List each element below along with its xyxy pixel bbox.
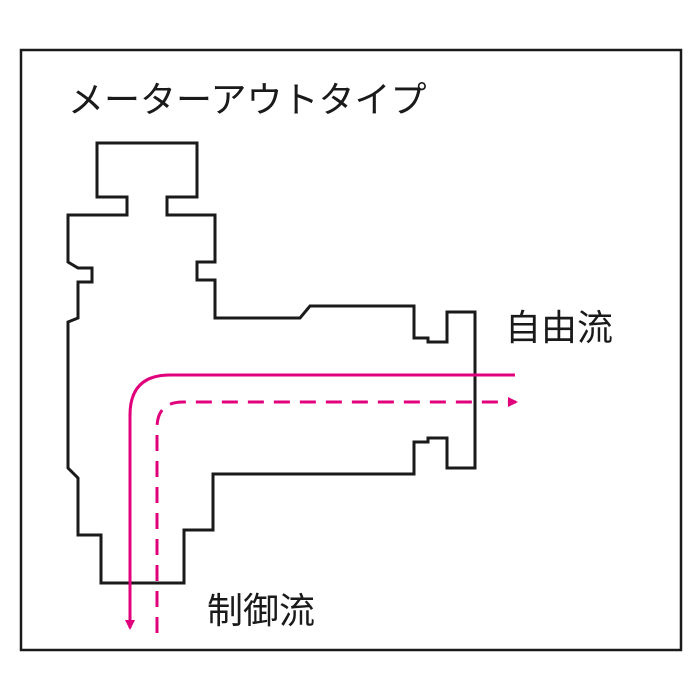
diagram-title: メーターアウトタイプ: [68, 80, 427, 121]
diagram-frame: [19, 48, 683, 652]
free-flow-label: 自由流: [505, 308, 613, 349]
free-flow-arrow: [155, 397, 518, 633]
controlled-flow-label: 制御流: [207, 591, 315, 632]
fitting-body-outline: [66, 141, 477, 585]
controlled-flow-arrow: [125, 373, 515, 630]
